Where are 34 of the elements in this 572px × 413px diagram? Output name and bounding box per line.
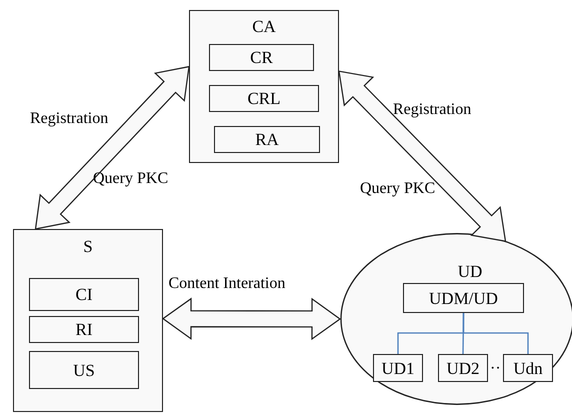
component-box bbox=[29, 278, 139, 311]
box-title: UDM/UD bbox=[429, 290, 498, 306]
component-box bbox=[503, 354, 553, 382]
box-title: CA bbox=[251, 18, 277, 35]
component-box bbox=[403, 283, 524, 313]
box-title: UD bbox=[456, 263, 484, 280]
box-title: CI bbox=[76, 286, 92, 303]
box-title: RI bbox=[76, 321, 92, 338]
box-title: CR bbox=[250, 49, 273, 66]
double-block-arrow bbox=[162, 298, 342, 340]
annotation-text: Registration bbox=[30, 111, 108, 127]
component-box bbox=[373, 354, 423, 382]
container-box bbox=[189, 10, 339, 163]
box-title: UD1 bbox=[381, 360, 415, 376]
annotation-text: Query PKC bbox=[93, 171, 168, 187]
component-box bbox=[209, 85, 319, 112]
box-title: US bbox=[73, 362, 95, 378]
component-box bbox=[29, 316, 139, 343]
double-block-arrow bbox=[34, 66, 190, 230]
connector-line bbox=[462, 313, 529, 354]
double-block-arrow bbox=[338, 70, 506, 242]
box-title: UD2 bbox=[446, 360, 480, 376]
component-box bbox=[438, 354, 488, 382]
component-box bbox=[214, 126, 320, 153]
annotation-text: Registration bbox=[393, 102, 472, 118]
annotation-text: Query PKC bbox=[360, 181, 436, 197]
component-box bbox=[29, 351, 139, 389]
box-title: CRL bbox=[247, 90, 281, 107]
container-box bbox=[13, 229, 163, 412]
component-box bbox=[209, 44, 314, 71]
annotation-text: ·· bbox=[490, 361, 501, 377]
box-title: RA bbox=[255, 131, 279, 148]
box-title: S bbox=[82, 238, 94, 255]
box-title: Udn bbox=[513, 360, 543, 376]
